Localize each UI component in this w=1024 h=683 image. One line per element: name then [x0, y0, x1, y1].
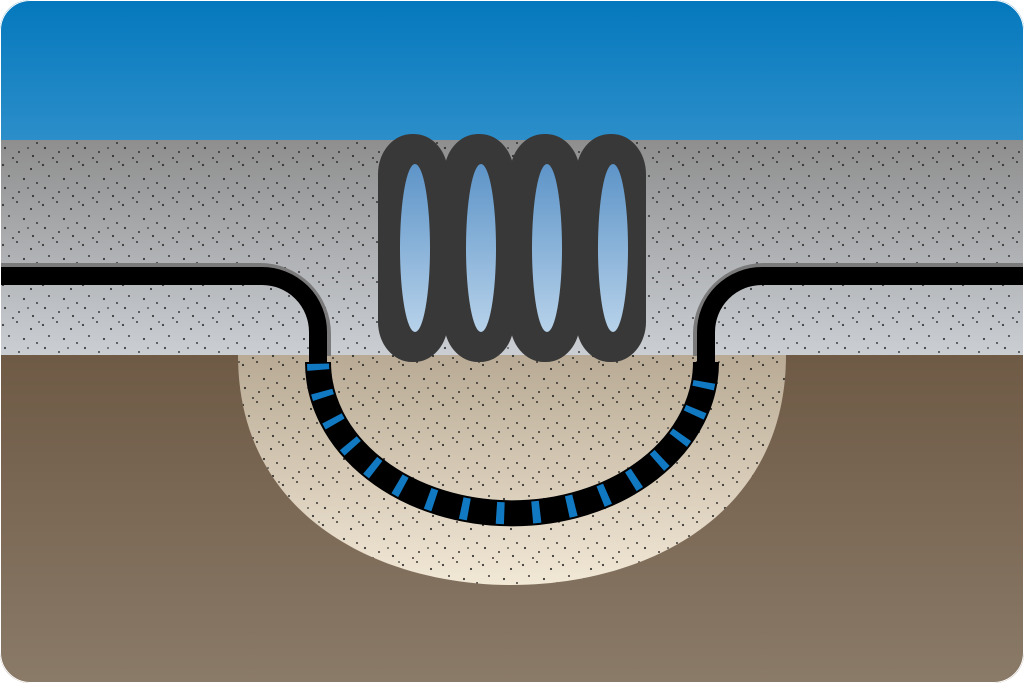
coil-loop-opening [598, 164, 628, 332]
coil-loop-opening [466, 164, 496, 332]
sky [0, 0, 1024, 145]
conduit-segment [669, 428, 692, 447]
conduit-segment [322, 413, 345, 430]
conduit-segment [391, 474, 409, 498]
conduit-segment [564, 494, 578, 518]
conduit-segment [625, 468, 643, 492]
conduit-segment [649, 449, 670, 471]
cable-conduit-loop [305, 361, 719, 527]
cable [0, 267, 1024, 362]
conduit-segment [423, 487, 439, 512]
coil-loop-opening [400, 164, 430, 332]
conduit-base [305, 361, 719, 527]
conduit-segment [531, 500, 542, 524]
conduit-segment [363, 456, 383, 479]
conduit-segment [683, 404, 707, 420]
cable-slack-coil [378, 134, 646, 362]
conduit-segment [596, 483, 612, 507]
conduit-segment [311, 388, 334, 402]
conduit-segment [692, 379, 716, 391]
coil-loop-opening [532, 164, 562, 332]
conduit-segment [339, 436, 361, 456]
conduit-segment [458, 497, 471, 521]
